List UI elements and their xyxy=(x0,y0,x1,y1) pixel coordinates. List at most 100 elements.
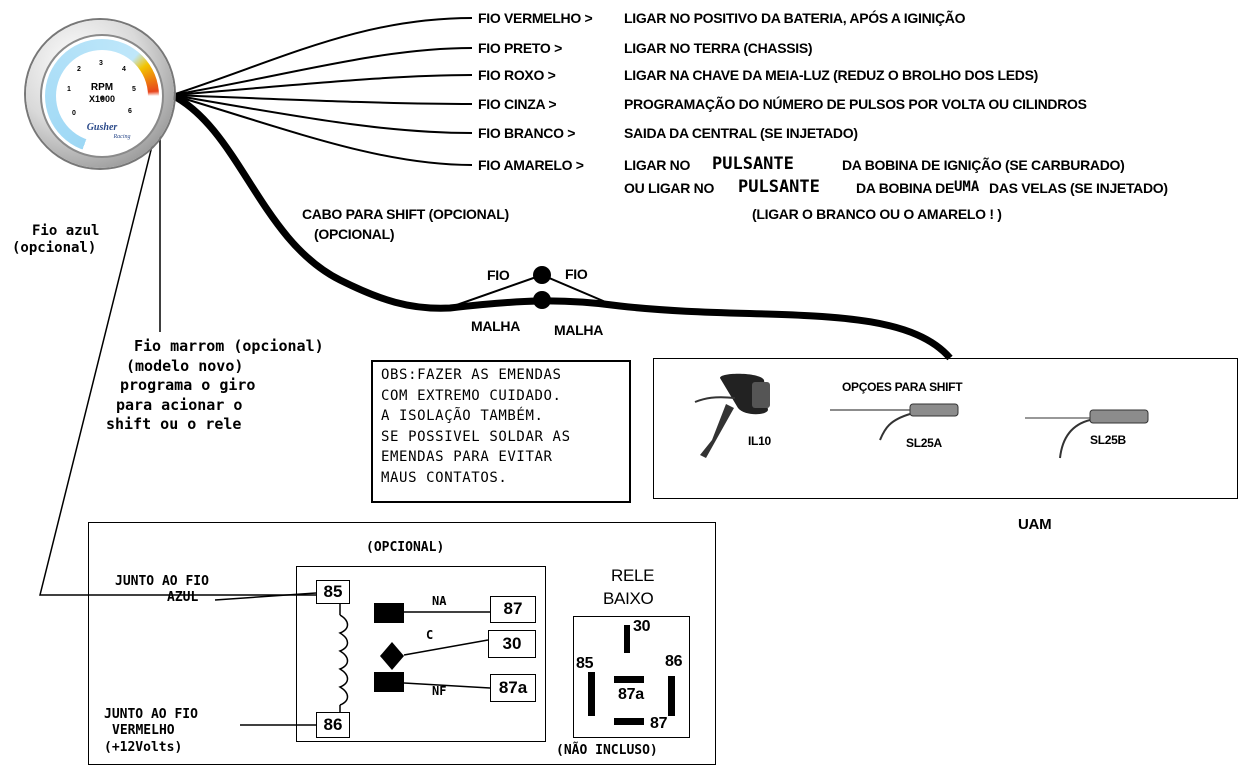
relay-left-bottom-3: (+12Volts) xyxy=(104,740,183,755)
relay-pin-87: 87 xyxy=(490,596,536,623)
gauge-num-2: 2 xyxy=(77,66,81,73)
relay-left-top-1: JUNTO AO FIO xyxy=(115,574,209,589)
contact-c-label: C xyxy=(426,628,434,642)
note-line-3: A ISOLAÇÃO TAMBÉM. xyxy=(381,408,544,424)
shift-options-panel xyxy=(653,358,1238,499)
yellow-alt-d: UMA xyxy=(954,179,980,195)
gauge-num-1: 1 xyxy=(67,86,71,93)
note-line-4: SE POSSIVEL SOLDAR AS xyxy=(381,428,571,445)
wire-instruction-black: LIGAR NO TERRA (CHASSIS) xyxy=(624,40,813,56)
gauge-num-6: 6 xyxy=(128,108,132,115)
wire-instruction-yellow-b: PULSANTE xyxy=(712,154,794,174)
blue-wire-optional: (opcional) xyxy=(12,240,97,256)
low-relay-pin-85: 85 xyxy=(576,655,594,672)
splice-node-malha xyxy=(533,291,551,309)
yellow-alt-a: OU LIGAR NO xyxy=(624,180,715,196)
relay-inner-box xyxy=(296,566,546,742)
shift-options-title: OPÇOES PARA SHIFT xyxy=(842,380,963,394)
splice-malha-left: MALHA xyxy=(471,318,521,334)
low-relay-pin-87: 87 xyxy=(650,715,668,732)
shift-cable-sub: (OPCIONAL) xyxy=(314,226,395,242)
wire-label-black: FIO PRETO > xyxy=(478,40,562,56)
wire-purple xyxy=(171,74,473,96)
contact-c-diamond xyxy=(380,642,404,670)
low-relay-pin-30: 30 xyxy=(633,618,651,635)
relay-pin-85: 85 xyxy=(316,580,350,604)
blue-wire-label: Fio azul xyxy=(32,223,100,239)
shift-options-footer: UAM xyxy=(1018,516,1052,533)
wire-black xyxy=(171,47,473,96)
yellow-note: (LIGAR O BRANCO OU O AMARELO ! ) xyxy=(752,206,1002,222)
shift-cable-label: CABO PARA SHIFT (OPCIONAL) xyxy=(302,206,509,222)
wire-instruction-purple: LIGAR NA CHAVE DA MEIA-LUZ (REDUZ O BROL… xyxy=(624,67,1038,83)
low-relay-title-2: BAIXO xyxy=(603,589,654,608)
wire-gray xyxy=(171,94,473,105)
wire-blue xyxy=(39,121,316,596)
wire-instruction-gray: PROGRAMAÇÃO DO NÚMERO DE PULSOS POR VOLT… xyxy=(624,96,1087,112)
yellow-alt-e: DAS VELAS (SE INJETADO) xyxy=(989,180,1168,196)
brown-wire-line-1: Fio marrom (opcional) xyxy=(134,337,324,355)
sensor-sl25a-label: SL25A xyxy=(906,436,942,450)
low-relay-pin-87a: 87a xyxy=(618,686,644,703)
contact-nf-label: NF xyxy=(432,684,447,698)
wire-instruction-white: SAIDA DA CENTRAL (SE INJETADO) xyxy=(624,125,858,141)
wire-yellow xyxy=(171,94,473,166)
rpm-gauge: 0 1 2 3 4 5 6 RPM X1000 Gusher Racing xyxy=(26,20,174,168)
low-relay-pin-86: 86 xyxy=(665,653,683,670)
gauge-label-rpm: RPM xyxy=(90,82,114,93)
splice-fio-right: FIO xyxy=(565,266,588,282)
low-relay-title-1: RELE xyxy=(611,566,655,585)
low-relay-not-included: (NÃO INCLUSO) xyxy=(556,743,658,758)
gauge-brand-sub: Racing xyxy=(113,134,131,140)
gauge-face: 0 1 2 3 4 5 6 RPM X1000 Gusher Racing xyxy=(40,34,164,158)
gauge-num-5: 5 xyxy=(132,86,136,93)
relay-pin-87a: 87a xyxy=(490,674,536,702)
sensor-sl25b-label: SL25B xyxy=(1090,433,1126,447)
wire-label-white: FIO BRANCO > xyxy=(478,125,576,141)
wire-instruction-yellow-a: LIGAR NO xyxy=(624,157,691,173)
relay-coil xyxy=(338,614,349,706)
wire-instruction-yellow-c: DA BOBINA DE IGNIÇÃO (SE CARBURADO) xyxy=(842,157,1125,173)
wire-label-purple: FIO ROXO > xyxy=(478,67,556,83)
wire-instruction-red: LIGAR NO POSITIVO DA BATERIA, APÓS A IGI… xyxy=(624,10,966,26)
wire-red xyxy=(171,17,473,96)
gauge-needle xyxy=(100,96,104,100)
brown-wire-line-2: (modelo novo) xyxy=(126,356,244,375)
relay-left-bottom-1: JUNTO AO FIO xyxy=(104,707,198,722)
brown-wire-line-3: programa o giro xyxy=(120,376,256,394)
wire-white xyxy=(171,94,473,134)
low-relay-box xyxy=(573,616,690,738)
gauge-brand-logo: Gusher xyxy=(86,122,118,133)
relay-pin-86: 86 xyxy=(316,712,350,738)
wire-label-yellow: FIO AMARELO > xyxy=(478,157,584,173)
relay-pin-30: 30 xyxy=(488,630,536,658)
wire-label-gray: FIO CINZA > xyxy=(478,96,557,112)
note-line-6: MAUS CONTATOS. xyxy=(381,469,508,486)
brown-wire-note: Fio marrom (opcional) (modelo novo) prog… xyxy=(98,337,398,435)
sensor-il10-drawing xyxy=(694,373,770,458)
splice-malha-right: MALHA xyxy=(554,322,604,338)
gauge-num-3: 3 xyxy=(99,60,103,67)
yellow-alt-c: DA BOBINA DE xyxy=(856,180,955,196)
sensor-sl25a-drawing xyxy=(830,403,959,441)
splice-node-fio xyxy=(533,266,551,284)
gauge-num-0: 0 xyxy=(72,110,76,117)
note-line-2: COM EXTREMO CUIDADO. xyxy=(381,387,562,404)
splice-fio-left: FIO xyxy=(487,267,510,283)
splice-warning-note: OBS:FAZER AS EMENDAS COM EXTREMO CUIDADO… xyxy=(371,360,631,503)
relay-left-bottom-2: VERMELHO xyxy=(112,723,175,738)
yellow-alt-b: PULSANTE xyxy=(738,177,820,197)
note-line-1: OBS:FAZER AS EMENDAS xyxy=(381,367,562,383)
relay-diagram-panel xyxy=(88,522,716,765)
contact-na-block xyxy=(374,603,404,623)
contact-nf-block xyxy=(374,672,404,692)
wire-label-red: FIO VERMELHO > xyxy=(478,10,593,26)
note-line-5: EMENDAS PARA EVITAR xyxy=(381,449,553,465)
gauge-num-4: 4 xyxy=(122,66,126,73)
relay-left-top-2: AZUL xyxy=(167,590,199,605)
brown-wire-line-5: shift ou o rele xyxy=(106,415,242,433)
relay-title: (OPCIONAL) xyxy=(366,540,445,555)
contact-na-label: NA xyxy=(432,594,447,608)
brown-wire-line-4: para acionar o xyxy=(116,395,243,414)
